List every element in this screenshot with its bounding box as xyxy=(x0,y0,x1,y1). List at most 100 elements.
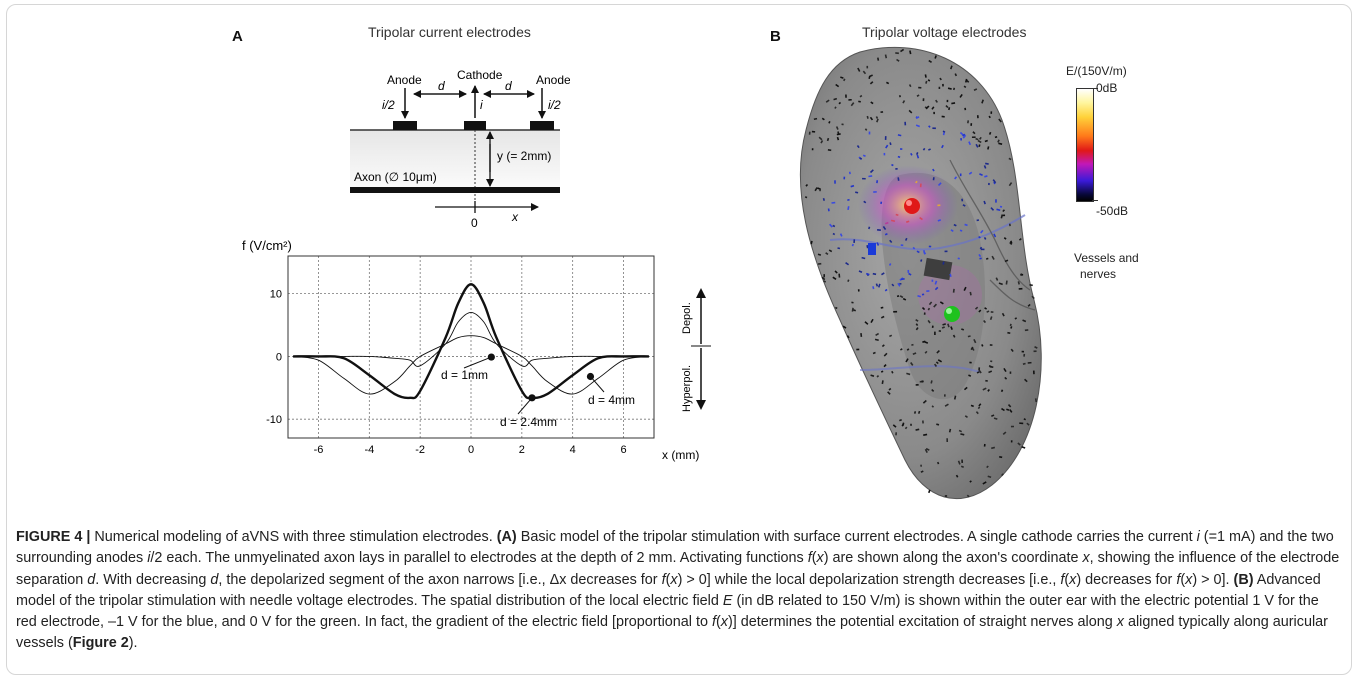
caption-math: x xyxy=(1185,571,1193,588)
field-vector-mark xyxy=(899,295,904,299)
field-vector-mark xyxy=(1010,348,1014,353)
caption-figure-2-link[interactable]: Figure 2 xyxy=(72,635,129,652)
nerve-line-1 xyxy=(949,159,1031,291)
field-vector-mark xyxy=(994,136,998,139)
field-vector-mark xyxy=(1004,376,1008,380)
field-vector-mark xyxy=(834,306,838,310)
field-vector-mark xyxy=(832,232,836,236)
field-vector-mark xyxy=(937,182,942,187)
field-vector-mark xyxy=(925,105,930,110)
i-center-label: i xyxy=(480,98,483,112)
field-vector-mark xyxy=(972,131,976,135)
field-vector-mark xyxy=(887,391,891,395)
panel-a-title: Tripolar current electrodes xyxy=(368,24,531,40)
field-vector-mark xyxy=(915,152,919,155)
field-vector-mark xyxy=(859,94,863,98)
annotation-d24: d = 2.4mm xyxy=(500,415,557,429)
field-vector-mark xyxy=(992,179,997,184)
caption-text: aligned typically along auricular vessel… xyxy=(16,614,1328,652)
field-vector-mark xyxy=(916,94,920,97)
field-vector-mark xyxy=(957,460,961,465)
field-vector-mark xyxy=(897,155,901,159)
field-vector-mark xyxy=(936,423,940,426)
field-vector-mark xyxy=(922,147,926,151)
field-vector-mark xyxy=(855,191,859,194)
field-vector-mark xyxy=(985,257,989,260)
colorbar xyxy=(1076,88,1094,202)
field-vector-mark xyxy=(900,348,903,351)
field-vector-mark xyxy=(950,65,953,70)
field-vector-mark xyxy=(889,334,893,338)
field-vector-mark xyxy=(1034,346,1038,349)
field-vector-mark xyxy=(1008,157,1012,161)
anode-right-label: Anode xyxy=(536,73,570,87)
field-vector-mark xyxy=(825,99,830,103)
field-vector-mark xyxy=(948,107,951,111)
field-vector-mark xyxy=(924,341,929,344)
caption-text: ( xyxy=(1064,571,1070,588)
field-vector-mark xyxy=(916,250,920,254)
field-vector-mark xyxy=(983,236,987,240)
annotation-d1: d = 1mm xyxy=(441,368,488,382)
field-vector-mark xyxy=(1003,237,1007,240)
field-vector-mark xyxy=(961,328,965,331)
field-vector-mark xyxy=(915,116,920,120)
field-vector-mark xyxy=(978,403,982,407)
field-vector-mark xyxy=(850,184,855,188)
field-vector-mark xyxy=(989,316,993,320)
field-vector-mark xyxy=(985,162,989,165)
caption-text: (=1 mA) and the two surrounding anodes xyxy=(16,529,1334,567)
chart-series-group xyxy=(293,283,649,400)
caption-text: ) > 0] while the local depolarization st… xyxy=(677,571,1061,588)
red-electrode xyxy=(904,198,920,214)
field-vector-mark xyxy=(984,175,988,178)
field-vector-mark xyxy=(968,141,972,146)
field-vector-mark xyxy=(1009,323,1012,327)
figure-caption: FIGURE 4 | Numerical modeling of aVNS wi… xyxy=(16,527,1342,655)
field-vector-mark xyxy=(837,247,841,250)
field-vector-mark xyxy=(886,81,890,85)
field-vector-mark xyxy=(998,118,1002,123)
field-vector-mark xyxy=(915,428,920,431)
field-vector-mark xyxy=(891,283,895,287)
field-vector-mark xyxy=(921,306,926,311)
field-vector-mark xyxy=(942,261,945,265)
caption-text: ) decreases for xyxy=(1076,571,1177,588)
field-vector-mark xyxy=(978,369,982,374)
field-vector-mark xyxy=(983,319,987,324)
field-vector-mark xyxy=(870,374,875,377)
field-vector-mark xyxy=(928,489,931,494)
field-vector-mark xyxy=(911,343,914,346)
caption-math: x xyxy=(816,550,824,567)
field-vector-mark xyxy=(904,237,908,241)
field-vector-mark xyxy=(925,80,928,84)
field-vector-mark xyxy=(988,131,992,135)
field-vector-mark xyxy=(967,335,971,338)
field-vector-mark xyxy=(862,154,866,158)
field-vector-mark xyxy=(932,168,935,172)
field-vector-mark xyxy=(1001,407,1005,412)
field-vector-mark xyxy=(875,283,879,287)
field-vector-mark xyxy=(993,181,996,185)
field-vector-mark xyxy=(908,84,912,88)
field-vector-mark xyxy=(904,426,908,430)
field-vector-mark xyxy=(868,226,871,230)
field-vector-mark xyxy=(937,219,942,222)
field-vector-mark xyxy=(883,363,887,368)
field-vector-mark xyxy=(1008,182,1013,187)
field-vector-mark xyxy=(984,139,988,143)
field-vector-mark xyxy=(986,310,990,313)
field-vector-mark xyxy=(986,465,989,469)
field-vector-mark xyxy=(970,346,974,351)
field-vector-mark xyxy=(856,144,860,149)
field-vector-mark xyxy=(927,79,931,82)
field-vector-mark xyxy=(889,142,892,146)
x-tick-label: -2 xyxy=(415,444,425,456)
field-vector-mark xyxy=(953,395,957,400)
field-vector-mark xyxy=(987,146,990,150)
field-vector-mark xyxy=(828,121,831,124)
field-vector-mark xyxy=(939,301,944,305)
field-vector-mark xyxy=(954,176,958,180)
field-vector-mark xyxy=(928,125,931,128)
colorbar-tick-top xyxy=(1092,88,1098,89)
